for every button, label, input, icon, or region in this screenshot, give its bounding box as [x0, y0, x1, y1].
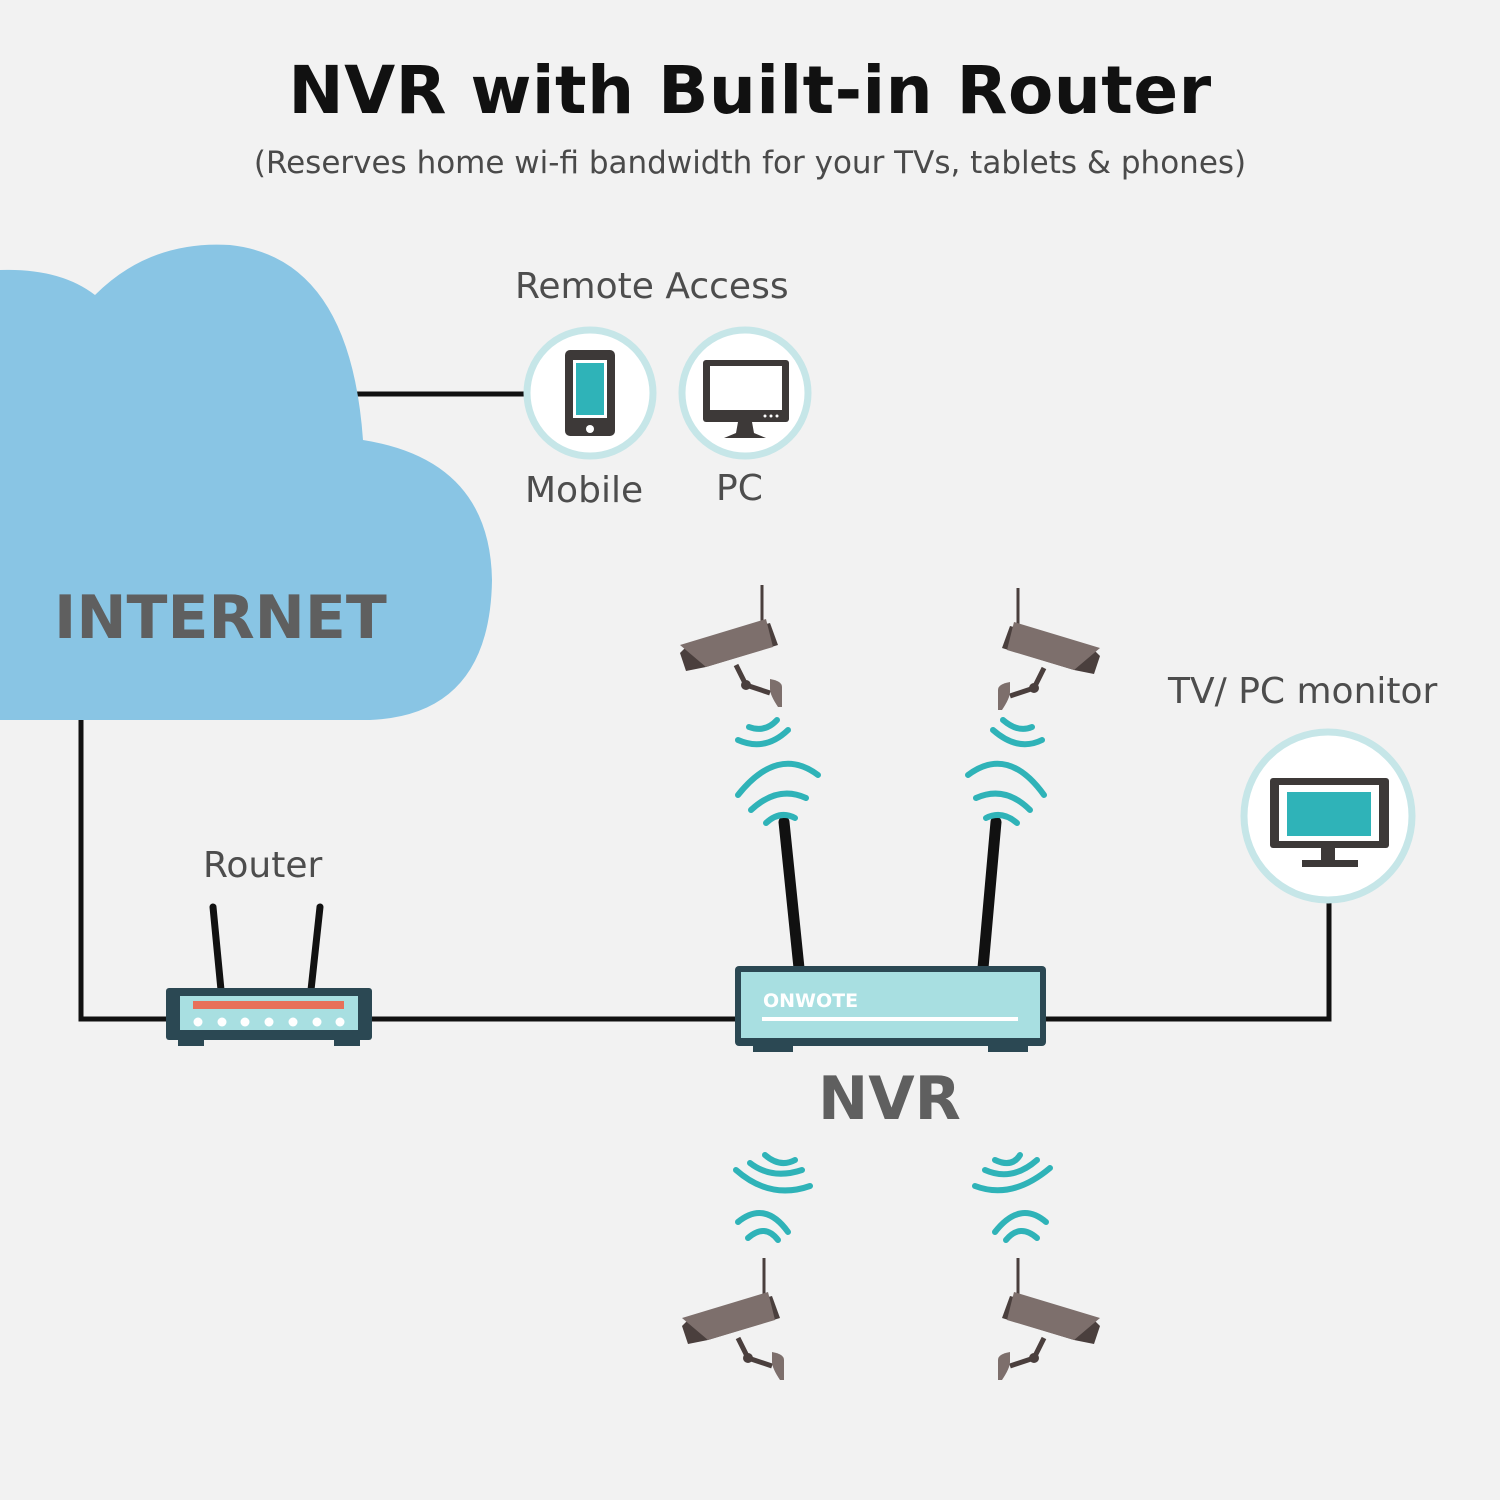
tv-monitor-icon: [1270, 778, 1389, 867]
nvr-label: NVR: [818, 1064, 961, 1134]
pc-label: PC: [716, 468, 763, 509]
mobile-label: Mobile: [525, 470, 644, 511]
wifi-signals: [733, 717, 1053, 1243]
connection-lines: [78, 391, 1332, 1022]
tv-monitor-node: [1240, 728, 1416, 904]
wifi-icon-bottom-right-cam: [992, 1210, 1049, 1243]
wifi-icon-top-left-nvr: [735, 760, 821, 826]
wifi-icon-top-right-nvr: [965, 760, 1047, 826]
page-subtitle: (Reserves home wi-fi bandwidth for your …: [253, 145, 1247, 181]
mobile-node: [523, 326, 657, 460]
line-internet-router: [78, 700, 170, 1022]
smartphone-icon: [565, 350, 615, 436]
pc-node: [678, 326, 812, 460]
desktop-monitor-icon: [703, 360, 789, 438]
wifi-icon-bottom-left-cam: [735, 1210, 791, 1243]
nvr-brand-label: ONWOTE: [763, 990, 858, 1012]
wifi-icon-bottom-left-nvr: [733, 1152, 813, 1194]
page-title: NVR with Built-in Router: [288, 52, 1212, 129]
wifi-icon-top-right-cam: [990, 717, 1045, 748]
security-camera-icon-bottom-left: [682, 1258, 784, 1380]
security-camera-icon-top-right: [998, 588, 1100, 710]
wifi-icon-top-left-cam: [735, 717, 791, 748]
nvr-icon: ONWOTE: [735, 816, 1046, 1052]
wifi-icon-bottom-right-nvr: [972, 1152, 1053, 1194]
internet-label: INTERNET: [54, 583, 387, 653]
tv-monitor-label: TV/ PC monitor: [1168, 671, 1438, 712]
cloud-icon: [0, 244, 492, 721]
security-camera-icon-bottom-right: [998, 1258, 1100, 1380]
router-label: Router: [203, 845, 323, 886]
security-camera-icon-top-left: [680, 585, 782, 707]
router-icon: [166, 903, 372, 1046]
remote-access-label: Remote Access: [515, 266, 789, 307]
line-nvr-tv: [1043, 900, 1332, 1022]
